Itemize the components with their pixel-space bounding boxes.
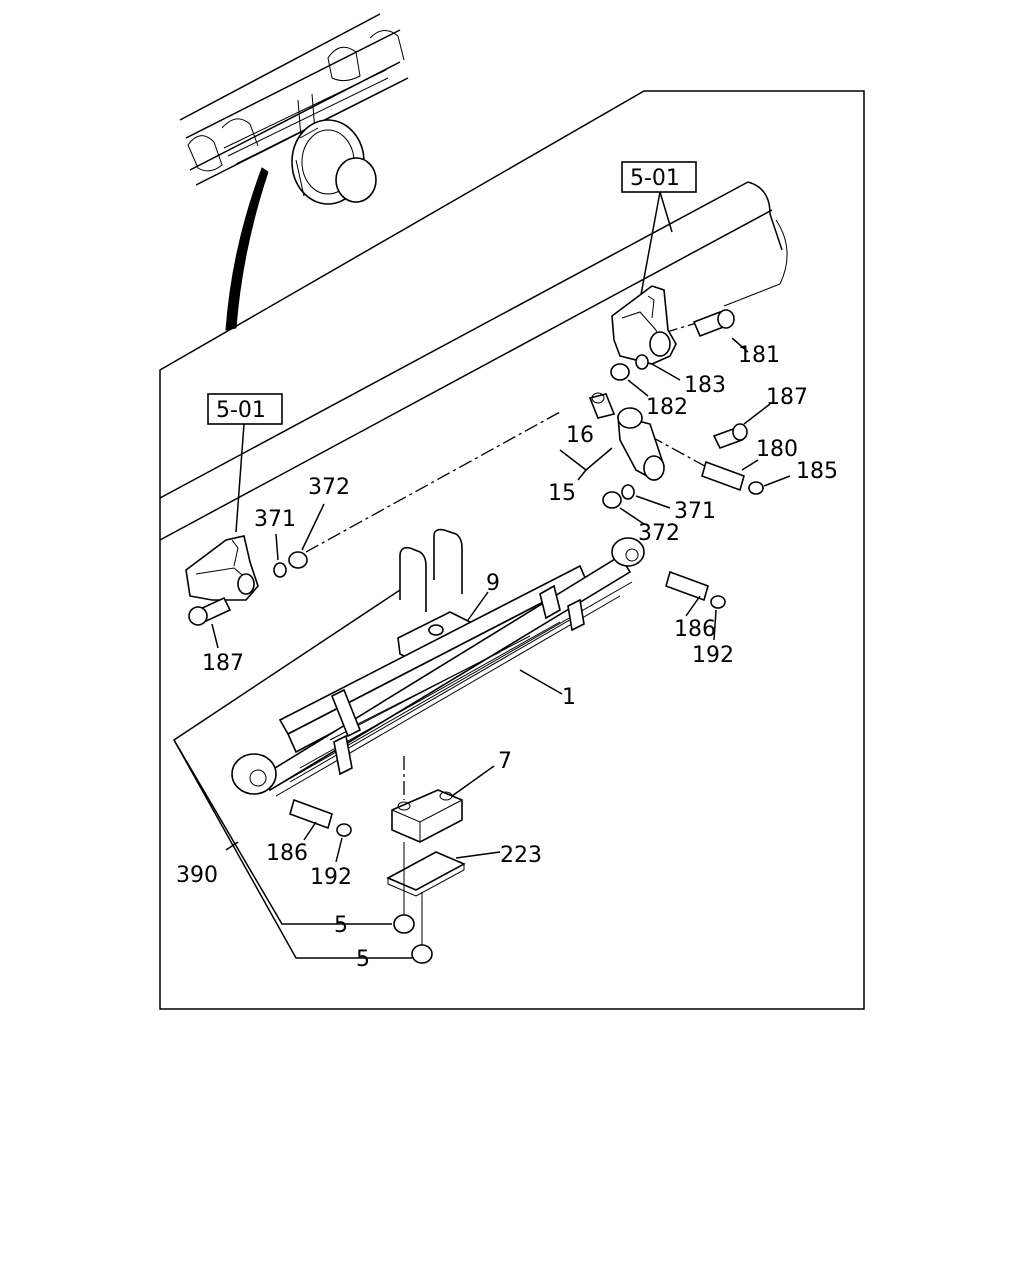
callout-186-left: 186 (266, 841, 308, 866)
ref-box-top[interactable]: 5-01 (621, 161, 697, 193)
chassis-thumbnail (179, 13, 409, 205)
callout-371-right: 371 (674, 499, 716, 524)
bolt-187-left (188, 596, 232, 626)
callout-9: 9 (486, 571, 500, 596)
nut-5-upper (393, 914, 415, 934)
callout-187-top: 187 (766, 385, 808, 410)
nut-192-left (336, 823, 352, 837)
callout-223: 223 (500, 843, 542, 868)
pin-186-right (665, 570, 709, 602)
callout-5-lower: 5 (356, 947, 370, 972)
nut-182 (610, 363, 630, 381)
callout-183: 183 (684, 373, 726, 398)
pin-180 (701, 460, 745, 492)
callout-371-left: 371 (254, 507, 296, 532)
callout-390: 390 (176, 863, 218, 888)
ref-box-left[interactable]: 5-01 (207, 393, 283, 425)
ref-label-top: 5-01 (630, 166, 680, 191)
washer-371-right (621, 484, 635, 500)
shackle-15 (588, 392, 665, 482)
callout-372-right: 372 (638, 521, 680, 546)
centerline-shackle (305, 411, 561, 553)
callout-15: 15 (548, 481, 576, 506)
u-bolts (399, 528, 463, 612)
pin-186-left (289, 798, 333, 830)
callout-16: 16 (566, 423, 594, 448)
rear-hanger-bracket (611, 285, 677, 365)
callout-186-right: 186 (674, 617, 716, 642)
washer-183 (635, 354, 649, 370)
callout-192-left: 192 (310, 865, 352, 890)
leader-390 (173, 589, 412, 959)
callout-5-upper: 5 (334, 913, 348, 938)
detail-frame (159, 90, 865, 1010)
front-hanger-bracket (185, 535, 259, 601)
callout-182: 182 (646, 395, 688, 420)
nut-192-right (710, 595, 726, 609)
callout-372-left: 372 (308, 475, 350, 500)
centerline-pin-top (649, 435, 713, 471)
ref-label-left: 5-01 (216, 398, 266, 423)
bolt-181 (692, 309, 735, 338)
callout-181: 181 (738, 343, 780, 368)
leaf-spring-1 (231, 537, 645, 797)
callout-185: 185 (796, 459, 838, 484)
nut-372-right (602, 491, 622, 509)
callout-1: 1 (562, 685, 576, 710)
bolt-187-top (712, 423, 748, 449)
nut-185 (748, 481, 764, 495)
plate-223 (386, 851, 466, 897)
callout-180: 180 (756, 437, 798, 462)
nut-372-left (288, 551, 308, 569)
nut-5-lower (411, 944, 433, 964)
zoom-arrow (225, 167, 269, 331)
rubber-pad-7 (391, 789, 463, 843)
callout-192-right: 192 (692, 643, 734, 668)
callout-7: 7 (498, 749, 512, 774)
frame-rail (159, 181, 788, 541)
washer-371-left (273, 562, 287, 578)
callout-187-left: 187 (202, 651, 244, 676)
